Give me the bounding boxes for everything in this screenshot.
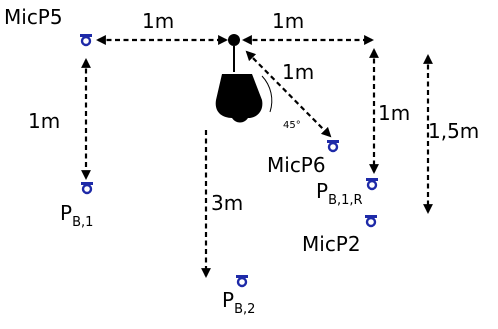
- distance-center-vertical: 3m: [211, 191, 243, 215]
- distance-right-vertical: 1m: [378, 101, 410, 125]
- pb1r-symbol-icon: [366, 178, 378, 191]
- sound-source: [215, 34, 263, 123]
- angle-label: 45°: [283, 120, 301, 131]
- distance-left-vertical: 1m: [28, 109, 60, 133]
- distance-top-left: 1m: [142, 9, 174, 33]
- micp2-label: MicP2: [302, 232, 361, 256]
- micp6-label: MicP6: [267, 153, 326, 177]
- micp2-symbol-icon: [365, 215, 377, 228]
- distance-far-right-vertical: 1,5m: [428, 119, 479, 143]
- pb1-symbol-icon: [81, 182, 93, 195]
- pb1r-label: PB,1,R: [316, 179, 363, 208]
- source-point: [228, 34, 240, 46]
- pb2-label: PB,2: [222, 288, 255, 317]
- distance-diagonal: 1m: [282, 60, 314, 84]
- pb1-label: PB,1: [60, 201, 93, 230]
- diagonal-arrow: [245, 50, 332, 138]
- micp6-symbol-icon: [327, 140, 339, 153]
- angle-arc: [261, 75, 273, 113]
- distance-top-right: 1m: [272, 9, 304, 33]
- source-body-icon: [215, 74, 263, 123]
- micp5-label: MicP5: [4, 5, 63, 29]
- pb2-symbol-icon: [236, 275, 248, 288]
- micp5-symbol-icon: [80, 34, 92, 47]
